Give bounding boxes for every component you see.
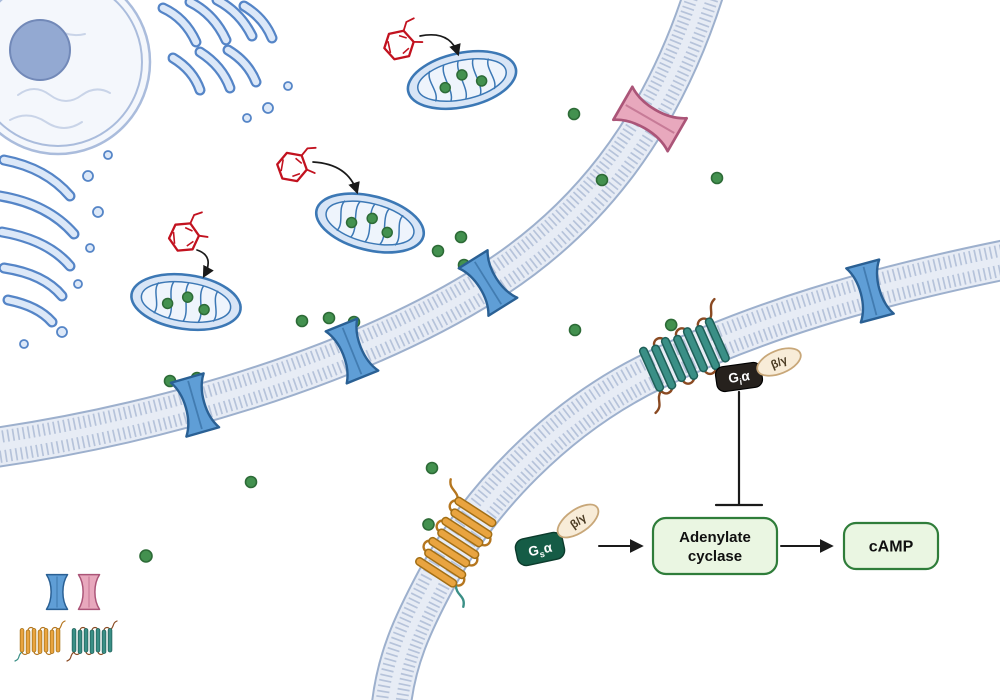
svg-text:Gsα: Gsα (527, 540, 555, 562)
svg-text:Giα: Giα (727, 368, 751, 388)
metabolite-dot (431, 244, 445, 258)
drug-molecule-icon (273, 140, 321, 186)
svg-text:cyclase: cyclase (688, 548, 742, 565)
metabolite-dot (295, 314, 309, 328)
molecule-to-mitochondrion-arrow (312, 161, 360, 195)
vesicle (19, 339, 29, 349)
transporter-blue-icon (45, 573, 69, 611)
svg-text:β/γ: β/γ (769, 354, 789, 372)
metabolite-dot (568, 323, 582, 337)
vesicle (73, 279, 83, 289)
metabolite-dot (595, 173, 609, 187)
nuclear-envelope (0, 0, 152, 156)
camp-box: cAMP (842, 521, 940, 571)
gpcr-orange-icon (14, 620, 66, 662)
drug-molecule-icon (378, 16, 426, 62)
mitochondrion (401, 40, 523, 120)
nucleus (0, 0, 152, 156)
metabolite-dot (322, 311, 336, 325)
gi-inhibition-arrow (714, 390, 764, 507)
golgi-apparatus (0, 150, 113, 349)
metabolite-dot (454, 230, 468, 244)
molecule-to-mitochondrion-arrow (419, 34, 461, 57)
gi-alpha-label: Giα (714, 361, 764, 393)
gpcr-teal-icon (66, 620, 118, 662)
chromatin (17, 88, 111, 102)
nucleolus (9, 19, 71, 81)
nuclear-envelope-inner (0, 0, 143, 147)
vesicle (92, 206, 104, 218)
endoplasmic-reticulum (157, 0, 293, 123)
gs-alpha-label: Gsα (514, 531, 566, 567)
beta-gamma-label-s: β/γ (556, 503, 600, 539)
svg-text:Adenylate: Adenylate (679, 529, 751, 546)
vesicle (103, 150, 113, 160)
metabolite-dot (425, 461, 439, 475)
cell-membrane-2 (391, 258, 1000, 700)
metabolite-dot (567, 107, 581, 121)
molecule-to-mitochondrion-arrow (196, 249, 214, 279)
chromatin (9, 114, 83, 129)
svg-text:cAMP: cAMP (869, 539, 914, 556)
legend (14, 549, 153, 662)
gpcr-teal-receptor (621, 297, 749, 415)
vesicle (82, 170, 94, 182)
vesicle (85, 243, 95, 253)
mitochondrion (126, 266, 246, 338)
drug-molecule-icon (165, 210, 210, 253)
vesicle (283, 81, 293, 91)
metabolite-dot (710, 171, 724, 185)
metabolite-ligand (422, 518, 435, 531)
mitochondrion (308, 182, 432, 264)
vesicle (56, 326, 68, 338)
transporter-pink-icon (77, 573, 101, 611)
vesicle (262, 102, 274, 114)
adenylate-cyclase-box: Adenylate cyclase (651, 516, 779, 576)
beta-gamma-label-i: β/γ (756, 347, 802, 377)
metabolite-ligand (664, 318, 678, 332)
metabolite-dot (244, 475, 258, 489)
gpcr-orange-receptor (395, 478, 519, 608)
metabolite-dot-icon (139, 549, 153, 563)
vesicle (242, 113, 252, 123)
